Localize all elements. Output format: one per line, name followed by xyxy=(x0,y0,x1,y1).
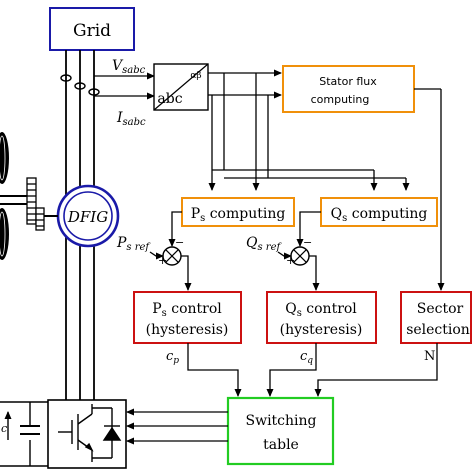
qs-plus: + xyxy=(286,254,295,267)
converter-dc-link xyxy=(0,401,48,467)
ps-computing-box xyxy=(181,197,295,227)
igbt-diode-icon xyxy=(58,404,122,462)
dfig-label: DFIG xyxy=(67,208,108,226)
qs-minus: − xyxy=(303,236,312,249)
qs-ref-label: Qs ref xyxy=(246,235,282,253)
dfig-inner-ring xyxy=(63,191,113,241)
turbine-blade-icon xyxy=(0,132,9,260)
n-line xyxy=(314,343,438,397)
n-label: N xyxy=(424,349,435,364)
qs-feedback-line xyxy=(296,211,321,247)
cp-line xyxy=(187,343,242,397)
switching-line1: Switching xyxy=(246,413,317,429)
cp-label: cp xyxy=(166,349,179,366)
switching-line2: table xyxy=(263,437,299,453)
gearbox-icon xyxy=(0,177,58,231)
cq-label: cq xyxy=(300,349,313,366)
alphabeta-label: αβ xyxy=(190,71,201,81)
ps-control-line2: (hysteresis) xyxy=(146,322,229,338)
ps-error-line xyxy=(181,255,192,291)
grid-box xyxy=(49,7,135,51)
transform-tap-lines xyxy=(211,73,269,191)
current-label: Isabc xyxy=(116,110,146,128)
switching-table-box xyxy=(226,396,335,466)
stator-flux-line2: computing xyxy=(311,93,370,106)
ps-plus: + xyxy=(158,254,167,267)
ps-control-line1: Ps control xyxy=(152,301,222,319)
current-sensors xyxy=(60,74,100,96)
ps-minus: − xyxy=(175,236,184,249)
qs-control-box xyxy=(266,291,377,344)
stator-flux-line1: Stator flux xyxy=(319,75,377,88)
ps-computing-label: Ps computing xyxy=(191,206,286,224)
qs-ref-line xyxy=(277,251,292,260)
gate-signal-lines xyxy=(126,408,228,445)
abc-label: abc xyxy=(157,91,182,107)
qs-error-line xyxy=(309,255,320,291)
qs-control-line2: (hysteresis) xyxy=(280,322,363,338)
ps-ref-line xyxy=(149,251,164,260)
voltage-label: Vsabc xyxy=(112,58,146,76)
ps-feedback-line xyxy=(168,211,182,247)
cap-label: c xyxy=(1,422,7,435)
abc-alphabeta-diagonal xyxy=(153,63,209,111)
stator-flux-box xyxy=(282,65,415,113)
cq-line xyxy=(266,343,317,397)
ps-ref-label: Ps ref xyxy=(116,235,151,253)
qs-computing-label: Qs computing xyxy=(331,206,428,224)
sector-line2: selection xyxy=(406,322,470,338)
ps-control-box xyxy=(133,291,242,344)
qs-control-line1: Qs control xyxy=(285,301,357,319)
sector-line1: Sector xyxy=(417,301,464,317)
grid-label: Grid xyxy=(73,21,111,41)
sector-selection-box xyxy=(400,291,472,344)
